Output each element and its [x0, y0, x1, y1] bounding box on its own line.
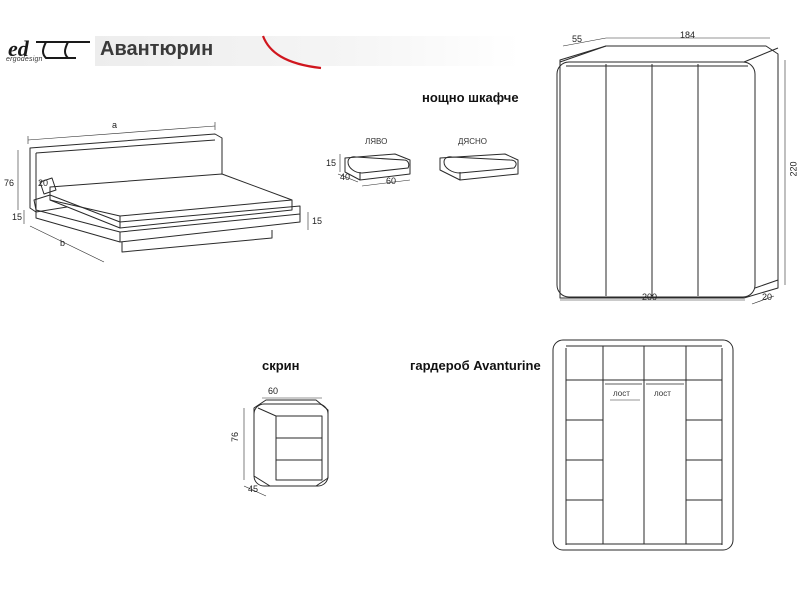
nightstand-right-drawing [439, 153, 519, 181]
dresser-dim-45: 45 [248, 484, 259, 494]
nightstand-left-label: ЛЯВО [365, 137, 388, 146]
bed-dim-a: a [112, 120, 118, 130]
wardrobe-front-label: гардероб Avanturine [410, 358, 541, 373]
logo-text: ergodesign [6, 56, 43, 63]
wardrobe-dim-200: 200 [642, 292, 658, 302]
wardrobe-dim-55: 55 [572, 34, 583, 44]
svg-text:ed: ed [8, 36, 30, 61]
bed-dim-20: 20 [38, 178, 49, 188]
nightstand-dim-60: 60 [386, 176, 397, 186]
page-title: Авантюрин [100, 38, 214, 60]
wardrobe-dim-184: 184 [680, 30, 696, 40]
nightstand-right-label: ДЯСНО [458, 137, 487, 146]
bed-dim-b: b [60, 238, 66, 248]
wardrobe-3d-drawing [556, 37, 786, 305]
dresser-label: скрин [262, 358, 300, 373]
dresser-dim-60: 60 [268, 386, 279, 396]
dresser-drawing [243, 397, 329, 497]
nightstand-dim-40: 40 [340, 172, 351, 182]
title-bar [95, 36, 520, 66]
rod-right-label: лост [654, 389, 671, 398]
nightstand-label: нощно шкафче [422, 90, 519, 105]
ergodesign-logo: ed [8, 36, 90, 61]
nightstand-left-drawing [337, 153, 411, 187]
nightstand-dim-15: 15 [326, 158, 337, 168]
bed-drawing [17, 122, 309, 263]
wardrobe-dim-20: 20 [762, 292, 773, 302]
wardrobe-dim-220: 220 [788, 161, 799, 177]
bed-dim-15-right: 15 [312, 216, 323, 226]
bed-dim-15-left: 15 [12, 212, 23, 222]
red-swoosh-decoration [261, 35, 322, 70]
wardrobe-front-drawing [552, 339, 734, 551]
dresser-dim-76: 76 [230, 431, 241, 443]
rod-left-label: лост [613, 389, 630, 398]
bed-dim-76: 76 [4, 178, 15, 188]
